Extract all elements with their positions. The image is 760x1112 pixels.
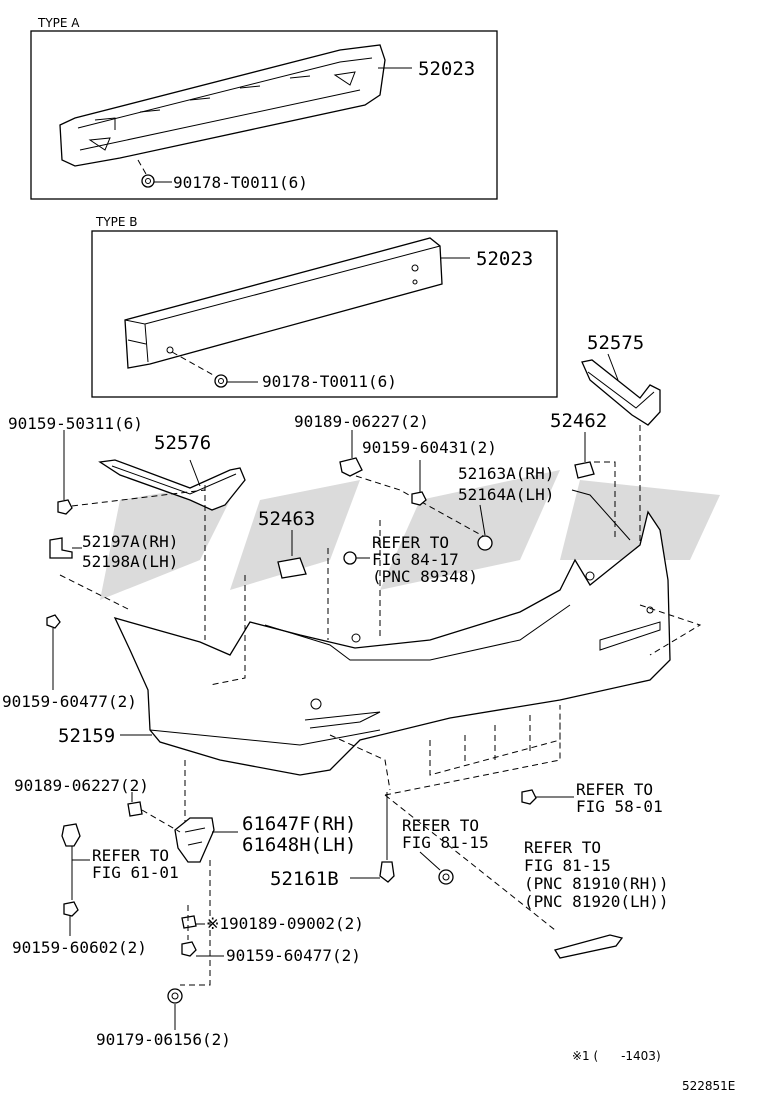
retainer-52163a-icon — [477, 535, 493, 551]
pad-52462-icon — [574, 461, 595, 479]
clip-52197a-icon — [49, 537, 73, 559]
type-a-reinforcement-shape — [59, 44, 386, 167]
label-90159-50311[interactable]: 90159-50311(6) — [8, 414, 143, 433]
refer-84-17-line1: REFER TO — [372, 533, 450, 552]
type-a-nut-icon — [141, 174, 155, 188]
label-90178-t0011-a[interactable]: 90178-T0011(6) — [173, 173, 308, 192]
label-90159-60477-bot[interactable]: 90159-60477(2) — [226, 946, 361, 965]
label-52576[interactable]: 52576 — [154, 432, 212, 454]
sensor-pnc-89348-icon — [343, 551, 357, 565]
clip-90189-06227-top-icon — [339, 457, 363, 477]
refer-58-01-line2[interactable]: FIG 58-01 — [576, 797, 663, 816]
label-61648h[interactable]: 61648H(LH) — [242, 834, 357, 856]
label-90189-06227-bot[interactable]: 90189-06227(2) — [14, 776, 149, 795]
bolt-fig-58-01-icon — [521, 789, 537, 805]
label-52198a[interactable]: 52198A(LH) — [82, 552, 179, 571]
bracket-52575-shape — [581, 359, 661, 426]
label-52163a[interactable]: 52163A(RH) — [458, 464, 555, 483]
type-a-title: TYPE A — [38, 16, 80, 30]
label-52161b[interactable]: 52161B — [270, 868, 339, 890]
type-b-title: TYPE B — [96, 215, 138, 229]
nut-90179-06156-icon — [167, 988, 183, 1004]
refer-84-17-line2[interactable]: FIG 84-17 — [372, 550, 459, 569]
footnote: ※1 ( -1403) — [572, 1049, 661, 1063]
refer-81-15r-line4: (PNC 81920(LH)) — [524, 892, 669, 911]
bumper-cover-52159-shape — [113, 510, 671, 776]
type-b-box — [91, 230, 558, 398]
label-90189-06227-top[interactable]: 90189-06227(2) — [294, 412, 429, 431]
label-90159-60477-left[interactable]: 90159-60477(2) — [2, 692, 137, 711]
pad-52463-icon — [277, 557, 307, 579]
bracket-61647f-shape — [174, 817, 215, 863]
label-52462[interactable]: 52462 — [550, 410, 608, 432]
screw-90159-60431-icon — [411, 491, 427, 506]
clip-90189-09002-icon — [181, 915, 197, 929]
label-52575[interactable]: 52575 — [587, 332, 645, 354]
nut-fig-81-15-icon — [438, 869, 454, 885]
clip-90189-06227-bot-icon — [127, 801, 143, 817]
bracket-52576-shape — [98, 459, 246, 511]
label-90179-06156[interactable]: 90179-06156(2) — [96, 1030, 231, 1049]
label-52463[interactable]: 52463 — [258, 508, 316, 530]
refer-81-15-line2[interactable]: FIG 81-15 — [402, 833, 489, 852]
clip-52161b-icon — [379, 861, 395, 883]
clip-refer-61-01-icon — [61, 823, 81, 847]
reflector-pnc-81910-icon — [553, 934, 624, 959]
label-52023-b[interactable]: 52023 — [476, 248, 534, 270]
refer-84-17-line3: (PNC 89348) — [372, 567, 478, 586]
label-90159-60602[interactable]: 90159-60602(2) — [12, 938, 147, 957]
label-90189-09002[interactable]: ※190189-09002(2) — [206, 914, 364, 933]
bolt-90159-60477-left-icon — [46, 614, 61, 645]
bolt-90159-50311-icon — [57, 499, 73, 515]
bolt-90159-60602-icon — [63, 901, 79, 917]
type-b-nut-icon — [214, 374, 228, 388]
label-61647f[interactable]: 61647F(RH) — [242, 813, 357, 835]
refer-81-15r-line3: (PNC 81910(RH)) — [524, 874, 669, 893]
label-90178-t0011-b[interactable]: 90178-T0011(6) — [262, 372, 397, 391]
refer-81-15r-line2[interactable]: FIG 81-15 — [524, 856, 611, 875]
type-a-box — [30, 30, 498, 200]
refer-81-15-line1: REFER TO — [402, 816, 480, 835]
label-52164a[interactable]: 52164A(LH) — [458, 485, 555, 504]
refer-61-01-line2[interactable]: FIG 61-01 — [92, 863, 179, 882]
refer-81-15r-line1: REFER TO — [524, 838, 602, 857]
bolt-90159-60477-bot-icon — [181, 941, 197, 957]
refer-58-01-line1: REFER TO — [576, 780, 654, 799]
figure-id: 522851E — [682, 1079, 736, 1093]
type-b-reinforcement-shape — [124, 237, 443, 369]
refer-61-01-line1: REFER TO — [92, 846, 170, 865]
label-52023-a[interactable]: 52023 — [418, 58, 476, 80]
label-52197a[interactable]: 52197A(RH) — [82, 532, 179, 551]
label-90159-60431[interactable]: 90159-60431(2) — [362, 438, 497, 457]
label-52159[interactable]: 52159 — [58, 725, 116, 747]
